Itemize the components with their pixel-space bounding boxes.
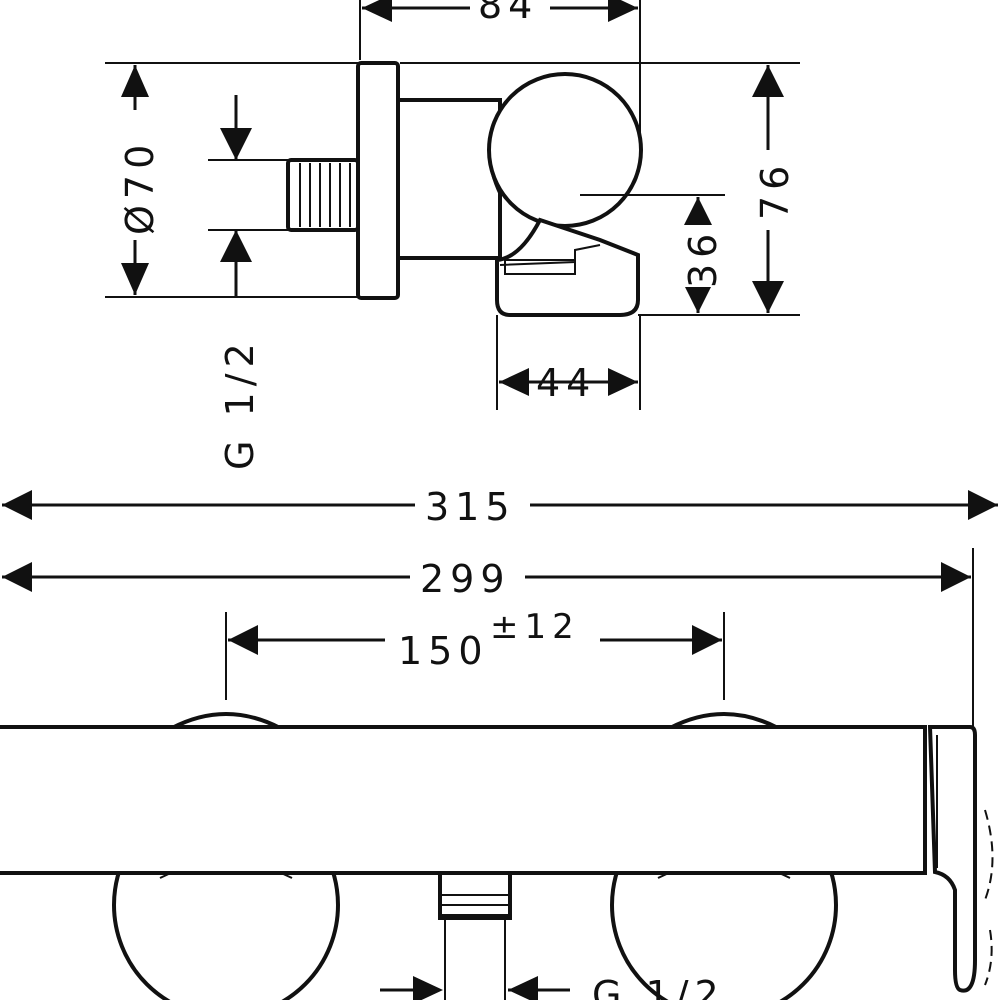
holder-inner-arc [488, 109, 501, 196]
lever-handle [927, 725, 977, 993]
dim-thread-bottom: G 1/2 [592, 973, 725, 1000]
mixer-body [0, 725, 927, 875]
dim-outlet-height: 36 [681, 228, 725, 288]
thread-nipple [286, 158, 360, 232]
dim-overall-length: 315 [425, 485, 516, 529]
dim-outlet-width: 44 [536, 361, 596, 405]
bracket-pin [504, 259, 576, 275]
holder-circle [487, 72, 643, 228]
dim-diameter: Ø70 [118, 139, 162, 235]
dim-top-width: 84 [478, 0, 538, 27]
body-neck [396, 98, 502, 260]
thread-lines [299, 163, 351, 227]
dim-body-length: 299 [420, 557, 511, 601]
dim-thread-top: G 1/2 [218, 337, 262, 470]
side-view: 84 Ø70 G 1/2 76 36 44 [105, 0, 800, 470]
dim-height: 76 [753, 160, 797, 220]
bracket [495, 217, 640, 317]
bracket-inner [499, 244, 601, 266]
wall-plate [356, 61, 400, 300]
dim-centers-tolerance: ±12 [490, 607, 580, 647]
dim-centers: 150 [398, 629, 489, 673]
front-view: 315 299 150 ±12 [0, 485, 998, 1000]
